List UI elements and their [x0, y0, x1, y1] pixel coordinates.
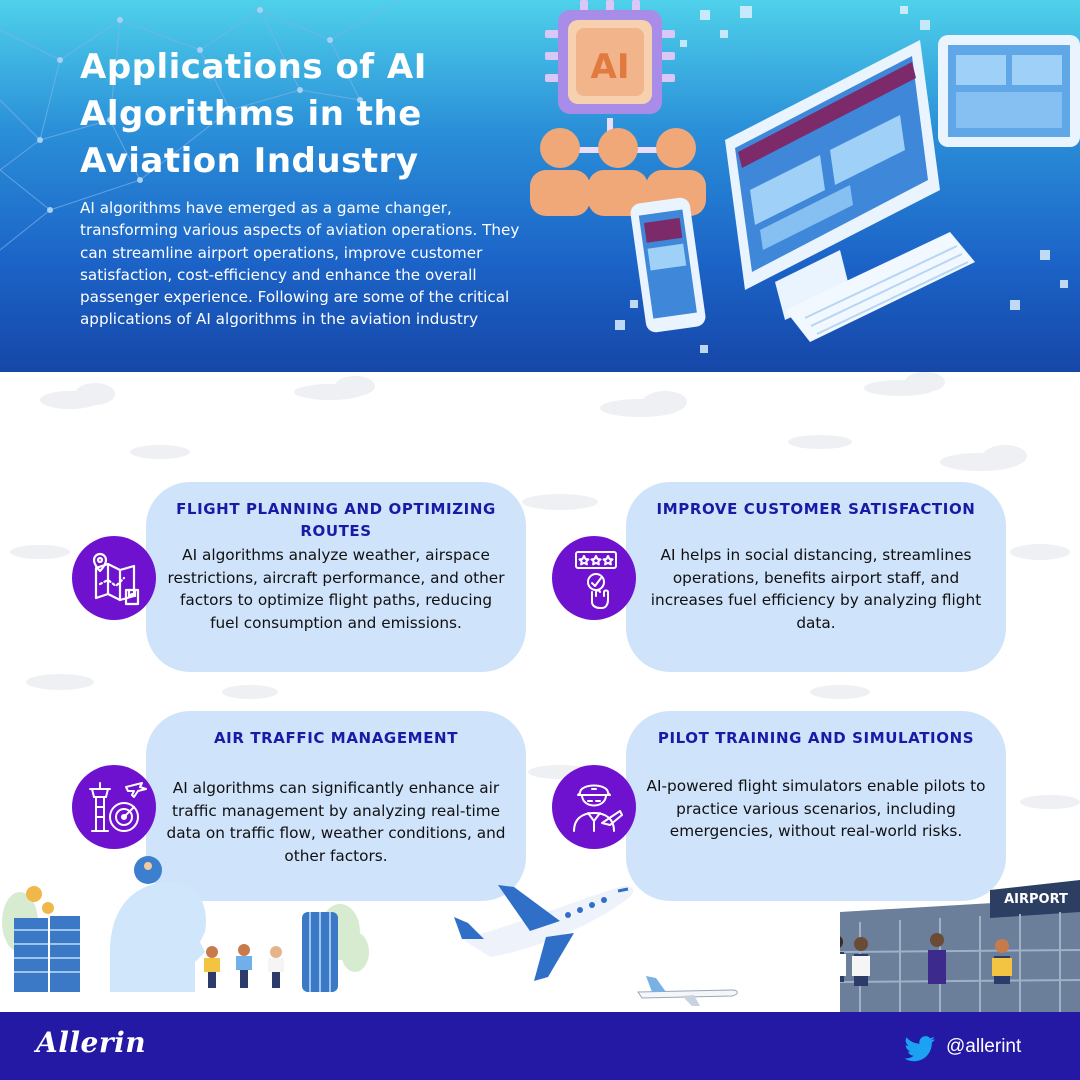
card-body: AI algorithms analyze weather, airspace …	[167, 546, 505, 632]
airliner-illustration	[637, 976, 738, 1006]
twitter-icon[interactable]	[904, 1036, 936, 1062]
ai-chip-icon: AI	[545, 0, 675, 114]
hero-banner: Applications of AI Algorithms in the Avi…	[0, 0, 1080, 372]
pilot-icon	[552, 765, 636, 849]
page-description: AI algorithms have emerged as a game cha…	[80, 199, 520, 329]
users-icon	[530, 118, 706, 216]
card-title: AIR TRAFFIC MANAGEMENT	[213, 729, 459, 747]
content-area: FLIGHT PLANNING AND OPTIMIZING ROUTES AI…	[0, 372, 1080, 1012]
card-pilot-training: PILOT TRAINING AND SIMULATIONS AI-powere…	[626, 711, 1006, 901]
network-pattern	[0, 0, 401, 251]
card-title: PILOT TRAINING AND SIMULATIONS	[657, 729, 975, 747]
cloud-background	[10, 372, 1080, 809]
control-tower-icon	[72, 765, 156, 849]
airport-sign: AIRPORT	[1004, 892, 1068, 907]
card-air-traffic: AIR TRAFFIC MANAGEMENT AI algorithms can…	[146, 711, 526, 901]
card-flight-planning: FLIGHT PLANNING AND OPTIMIZING ROUTES AI…	[146, 482, 526, 672]
footer: Allerin @allerint	[0, 1012, 1080, 1080]
map-route-icon	[72, 536, 156, 620]
phone-icon	[630, 197, 706, 333]
ai-computer-illustration: AI	[530, 0, 1080, 353]
tablet-icon	[938, 35, 1080, 147]
rating-touch-icon	[552, 536, 636, 620]
page-title: Applications of AI Algorithms in the Avi…	[80, 47, 427, 181]
card-customer-satisfaction: IMPROVE CUSTOMER SATISFACTION AI helps i…	[626, 482, 1006, 672]
airplane-illustration	[454, 885, 634, 981]
card-title: FLIGHT PLANNING AND OPTIMIZING ROUTES	[176, 500, 496, 540]
card-body: AI algorithms can significantly enhance …	[166, 779, 506, 865]
ai-chip-label: AI	[591, 47, 630, 87]
brand-logo[interactable]: Allerin	[36, 1026, 147, 1059]
airport-illustration: AIRPORT	[840, 880, 1080, 1012]
data-center-illustration	[2, 856, 369, 992]
twitter-handle[interactable]: @allerint	[946, 1036, 1022, 1057]
monitor-icon	[725, 40, 940, 320]
card-body: AI helps in social distancing, streamlin…	[650, 546, 982, 632]
card-body: AI-powered flight simulators enable pilo…	[646, 777, 986, 841]
keyboard-icon	[785, 232, 975, 342]
card-title: IMPROVE CUSTOMER SATISFACTION	[656, 500, 976, 518]
